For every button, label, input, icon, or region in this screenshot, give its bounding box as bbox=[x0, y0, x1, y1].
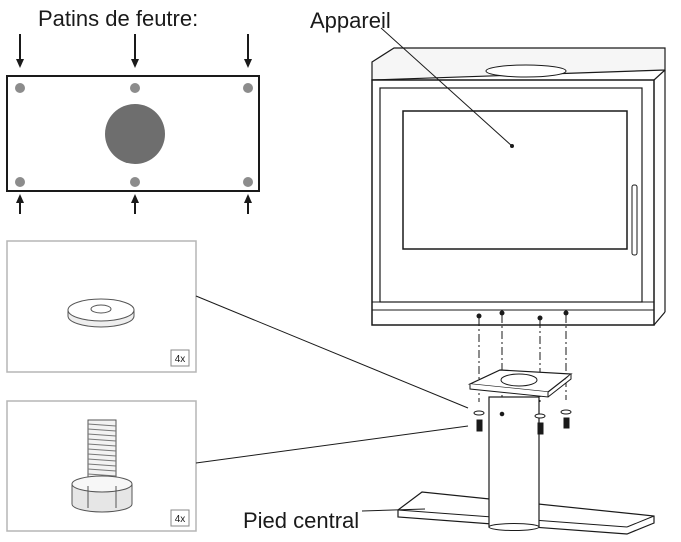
fixing-point bbox=[537, 315, 543, 321]
fixing-point bbox=[499, 310, 505, 316]
appliance-label: Appareil bbox=[310, 8, 391, 33]
washer-icon bbox=[67, 298, 135, 328]
small-bolt bbox=[563, 417, 570, 429]
bolt-qty: 4x bbox=[175, 514, 186, 525]
felt-pad-dots bbox=[15, 83, 253, 187]
top-plate-opening bbox=[500, 373, 538, 387]
appliance-top bbox=[371, 47, 666, 81]
washer-panel: 4x bbox=[6, 240, 197, 373]
central-stand-leader-line bbox=[361, 508, 426, 512]
felt-pad bbox=[15, 177, 25, 187]
fasteners bbox=[473, 409, 572, 435]
body-edge bbox=[653, 311, 666, 326]
bottom-arrows bbox=[16, 194, 252, 214]
felt-pad bbox=[243, 177, 253, 187]
small-washer bbox=[473, 410, 485, 416]
felt-pad bbox=[130, 83, 140, 93]
bolt-leader-line bbox=[195, 425, 469, 464]
felt-pad bbox=[243, 83, 253, 93]
bolt-panel: 4x bbox=[6, 400, 197, 532]
washer-qty: 4x bbox=[175, 354, 186, 365]
door-handle bbox=[631, 184, 638, 256]
fixing-points bbox=[476, 310, 569, 321]
central-stand-label: Pied central bbox=[243, 508, 359, 533]
felt-pad bbox=[15, 83, 25, 93]
small-bolt bbox=[476, 419, 483, 432]
center-hole bbox=[105, 104, 165, 164]
felt-pad bbox=[130, 177, 140, 187]
felt-pads-section: Patins de feutre: bbox=[6, 6, 260, 214]
washer-leader-line bbox=[195, 295, 469, 409]
body-edge bbox=[653, 69, 666, 81]
small-washer bbox=[534, 413, 546, 419]
appliance-leader-line bbox=[380, 27, 513, 147]
base-plate-edge bbox=[626, 515, 655, 528]
bolt-qty-box bbox=[170, 509, 190, 527]
leader-lines bbox=[195, 295, 469, 464]
top-plate-edge bbox=[547, 374, 572, 398]
small-bolt bbox=[537, 422, 544, 435]
fixing-point bbox=[476, 313, 482, 319]
stand-column bbox=[488, 396, 540, 528]
small-washer bbox=[560, 409, 572, 415]
felt-pads-label: Patins de feutre: bbox=[38, 6, 198, 31]
fixing-point bbox=[563, 310, 569, 316]
fixing-point bbox=[499, 411, 505, 417]
appliance bbox=[371, 47, 666, 326]
central-stand bbox=[397, 369, 655, 535]
flue-outlet bbox=[485, 64, 567, 78]
column-foot bbox=[488, 523, 540, 531]
top-plate-edge bbox=[469, 384, 549, 398]
top-arrows bbox=[16, 34, 252, 68]
bolt-icon bbox=[71, 419, 133, 513]
washer-qty-box bbox=[170, 349, 190, 367]
door-glass bbox=[402, 110, 628, 250]
